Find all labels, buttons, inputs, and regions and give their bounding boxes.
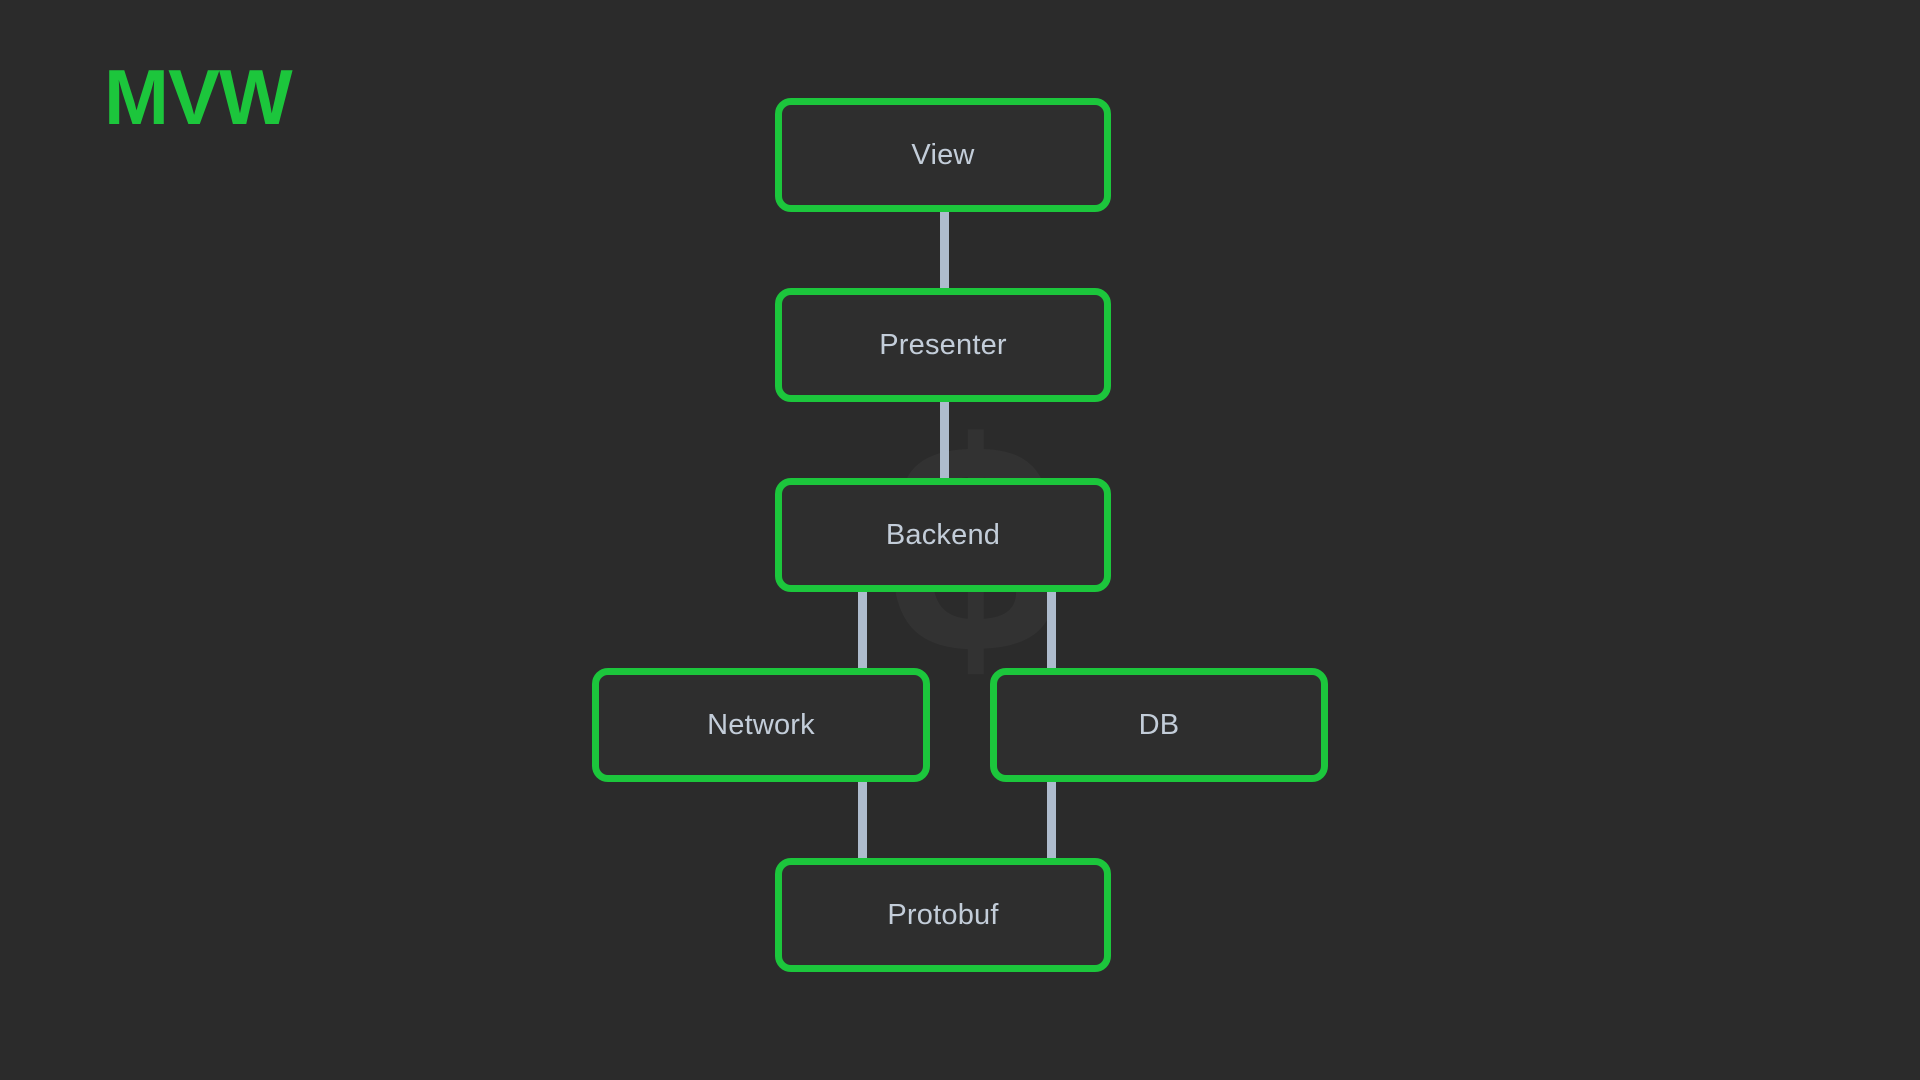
node-label-presenter: Presenter bbox=[879, 328, 1007, 361]
node-network[interactable]: Network bbox=[592, 668, 930, 782]
diagram-title: MVW bbox=[104, 53, 293, 141]
connector-backend-network bbox=[858, 587, 867, 675]
node-db[interactable]: DB bbox=[990, 668, 1328, 782]
node-label-backend: Backend bbox=[885, 518, 1001, 551]
node-backend[interactable]: Backend bbox=[775, 478, 1111, 592]
node-label-db: DB bbox=[1138, 708, 1180, 741]
connector-presenter-backend bbox=[940, 397, 949, 485]
node-view[interactable]: View bbox=[775, 98, 1111, 212]
connector-network-protobuf bbox=[858, 777, 867, 865]
node-label-network: Network bbox=[707, 708, 815, 741]
node-protobuf[interactable]: Protobuf bbox=[775, 858, 1111, 972]
connector-backend-db bbox=[1047, 587, 1056, 675]
node-label-view: View bbox=[911, 138, 975, 171]
connector-db-protobuf bbox=[1047, 777, 1056, 865]
node-label-protobuf: Protobuf bbox=[887, 898, 999, 931]
node-presenter[interactable]: Presenter bbox=[775, 288, 1111, 402]
connector-view-presenter bbox=[940, 207, 949, 295]
